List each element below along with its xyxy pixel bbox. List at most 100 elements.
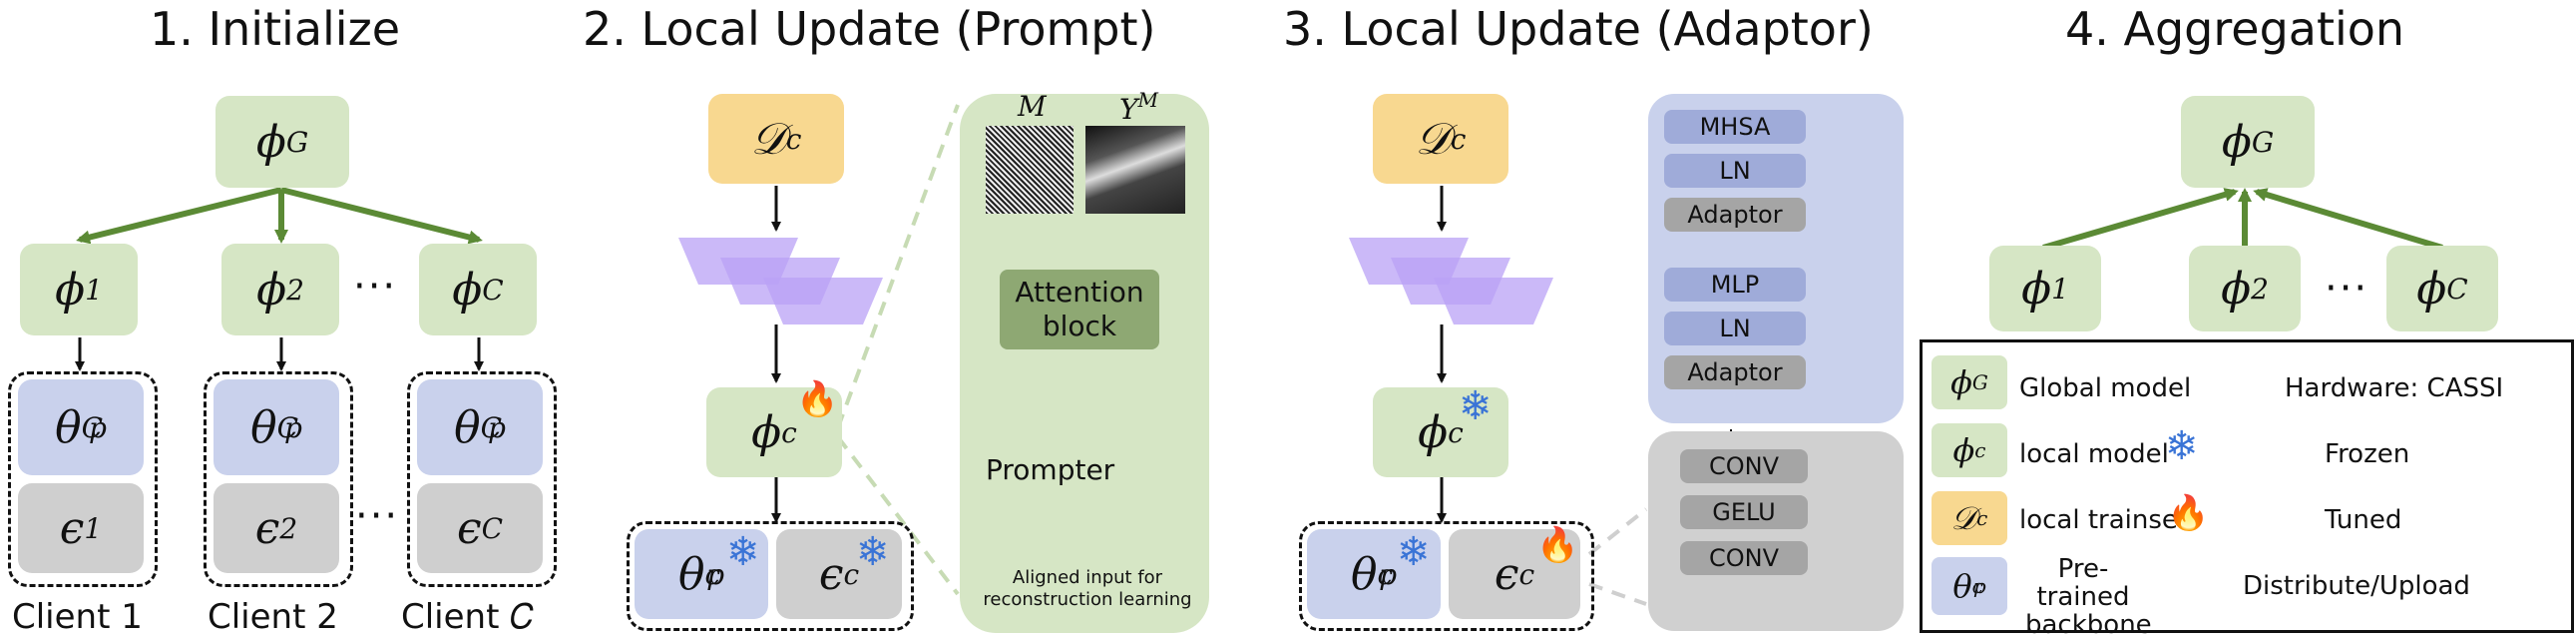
legend-snowflake-icon: ❄ bbox=[2165, 423, 2199, 469]
distribute-arrows bbox=[76, 187, 483, 245]
theta-symbol: θ bbox=[1952, 567, 1972, 605]
legend-trainset-label: local trainset bbox=[2019, 505, 2189, 535]
dataset-symbol: 𝒟 bbox=[750, 113, 786, 165]
flame-icon: 🔥 bbox=[796, 379, 839, 419]
phi-symbol: ϕ bbox=[1950, 363, 1972, 401]
phi-symbol: ϕ bbox=[751, 406, 782, 458]
snowflake-icon: ❄ bbox=[726, 529, 760, 575]
phi-subscript: c bbox=[1448, 415, 1464, 449]
ym-base: Y bbox=[1119, 93, 1138, 126]
phi-symbol: ϕ bbox=[1952, 431, 1975, 469]
phi-symbol: ϕ bbox=[255, 116, 286, 168]
epsilon-symbol: ϵ bbox=[456, 502, 482, 554]
epsilon-subscript: c bbox=[843, 557, 860, 591]
snowflake-icon: ❄ bbox=[1397, 529, 1431, 575]
theta-superscript: p bbox=[1379, 557, 1398, 591]
epsilon-symbol: ϵ bbox=[1494, 548, 1519, 600]
conv-block: CONV bbox=[1680, 449, 1808, 483]
theta-superscript: p bbox=[89, 410, 107, 444]
epsilon-symbol: ϵ bbox=[818, 548, 844, 600]
conv-block: CONV bbox=[1680, 541, 1808, 575]
client2-group bbox=[204, 371, 353, 587]
prompter-label: Prompter bbox=[986, 453, 1115, 486]
ym-label: YM bbox=[1119, 88, 1158, 126]
theta-superscript: p bbox=[488, 410, 506, 444]
dataset-subscript: c bbox=[1450, 122, 1467, 156]
phi-symbol: ϕ bbox=[55, 264, 86, 316]
theta-symbol: θ bbox=[250, 401, 277, 453]
theta-superscript: p bbox=[1972, 574, 1986, 598]
phi-symbol: ϕ bbox=[2416, 263, 2447, 315]
snowflake-icon: ❄ bbox=[1459, 383, 1493, 429]
client-arrows bbox=[75, 337, 484, 371]
measurement-image bbox=[1085, 126, 1185, 214]
ellipsis: ··· bbox=[2325, 266, 2369, 312]
theta-superscript: p bbox=[284, 410, 302, 444]
legend-tuned-label: Tuned bbox=[2325, 505, 2402, 535]
phi-subscript: G bbox=[1971, 370, 1988, 394]
adaptor-block: Adaptor bbox=[1664, 198, 1806, 232]
legend bbox=[1920, 339, 2574, 633]
phi-subscript: 2 bbox=[286, 273, 304, 307]
gelu-block: GELU bbox=[1680, 495, 1808, 529]
client2-label: Client 2 bbox=[208, 597, 338, 637]
dataset-subscript: c bbox=[785, 122, 802, 156]
adaptor-block: Adaptor bbox=[1664, 355, 1806, 389]
epsilon-subscript: c bbox=[1518, 557, 1535, 591]
phi-symbol: ϕ bbox=[2221, 263, 2252, 315]
title-local-update-prompt: 2. Local Update (Prompt) bbox=[583, 2, 1156, 56]
legend-local-label: local model bbox=[2019, 439, 2169, 469]
epsilon-subscript: 2 bbox=[279, 511, 298, 545]
phi-symbol: ϕ bbox=[2221, 116, 2252, 168]
phi-symbol: ϕ bbox=[256, 264, 287, 316]
upload-arrows bbox=[2042, 188, 2443, 251]
theta-subscript: c bbox=[1971, 574, 1983, 598]
theta-symbol: θ bbox=[55, 401, 82, 453]
ym-superscript: M bbox=[1137, 88, 1158, 112]
legend-global-label: Global model bbox=[2019, 373, 2192, 403]
legend-distribute-label: Distribute/Upload bbox=[2243, 571, 2470, 601]
phi-subscript: G bbox=[285, 125, 309, 159]
legend-flame-icon: 🔥 bbox=[2167, 493, 2210, 533]
phi-symbol: ϕ bbox=[452, 264, 483, 316]
mask-label: M bbox=[1018, 90, 1047, 123]
legend-backbone-label: Pre-trained backbone bbox=[2025, 554, 2152, 640]
theta-symbol: θ bbox=[454, 401, 481, 453]
prompt-client-group bbox=[627, 521, 914, 631]
legend-hardware-label: Hardware: CASSI bbox=[2285, 373, 2504, 403]
phi-symbol: ϕ bbox=[2021, 263, 2052, 315]
phi-subscript: c bbox=[1974, 438, 1986, 462]
phi-subscript: c bbox=[781, 415, 797, 449]
aligned-input-label: Aligned input for reconstruction learnin… bbox=[983, 567, 1192, 610]
snowflake-icon: ❄ bbox=[856, 529, 890, 575]
flame-icon: 🔥 bbox=[1536, 525, 1579, 565]
theta-superscript: p bbox=[706, 557, 725, 591]
title-aggregation: 4. Aggregation bbox=[2065, 2, 2405, 56]
phi-subscript: C bbox=[482, 273, 504, 307]
epsilon-symbol: ϵ bbox=[254, 502, 280, 554]
theta-symbol: θ bbox=[1350, 548, 1378, 600]
theta-subscript: C bbox=[480, 410, 502, 444]
epsilon-subscript: 1 bbox=[84, 511, 103, 545]
theta-subscript: C bbox=[276, 410, 298, 444]
mlp-block: MLP bbox=[1664, 268, 1806, 302]
